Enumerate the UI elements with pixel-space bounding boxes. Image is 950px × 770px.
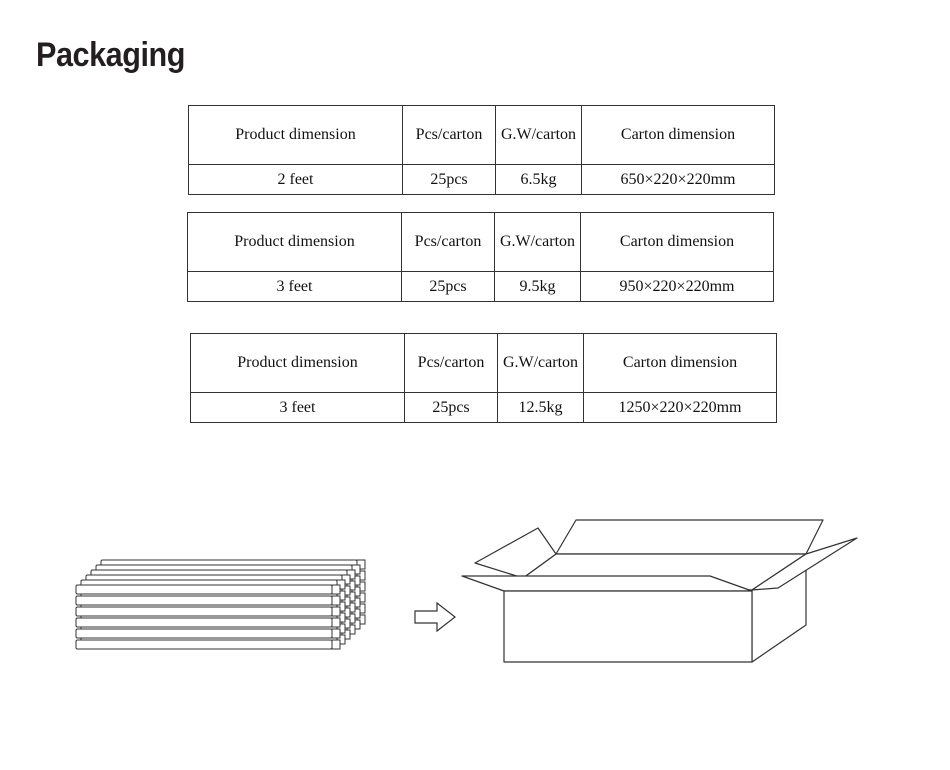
cell-pcs-carton: 25pcs <box>401 271 495 302</box>
table-header-row: Product dimension Pcs/carton G.W/carton … <box>188 105 775 165</box>
cell-gw-carton: 6.5kg <box>495 164 582 195</box>
cell-product-dimension: 2 feet <box>188 164 403 195</box>
arrow-right-icon <box>414 601 456 633</box>
packaging-table-1: Product dimension Pcs/carton G.W/carton … <box>188 105 775 195</box>
tube-end <box>331 639 341 650</box>
tube-end <box>331 595 341 606</box>
header-carton-dimension: Carton dimension <box>580 212 774 272</box>
tube <box>75 639 333 650</box>
cell-product-dimension: 3 feet <box>187 271 402 302</box>
header-product-dimension: Product dimension <box>190 333 405 393</box>
open-carton-box <box>461 519 858 663</box>
tube <box>75 595 333 606</box>
tube <box>75 617 333 628</box>
tube-end <box>331 628 341 639</box>
tube-end <box>331 606 341 617</box>
table-header-row: Product dimension Pcs/carton G.W/carton … <box>187 212 774 272</box>
tube <box>75 606 333 617</box>
table-row: 3 feet 25pcs 9.5kg 950×220×220mm <box>187 271 774 302</box>
cell-pcs-carton: 25pcs <box>404 392 498 423</box>
table-header-row: Product dimension Pcs/carton G.W/carton … <box>190 333 777 393</box>
header-pcs-carton: Pcs/carton <box>402 105 496 165</box>
cell-carton-dimension: 950×220×220mm <box>580 271 774 302</box>
table-row: 2 feet 25pcs 6.5kg 650×220×220mm <box>188 164 775 195</box>
page-title: Packaging <box>36 36 186 74</box>
cell-pcs-carton: 25pcs <box>402 164 496 195</box>
header-carton-dimension: Carton dimension <box>583 333 777 393</box>
tube <box>75 628 333 639</box>
cell-gw-carton: 12.5kg <box>497 392 584 423</box>
table-row: 3 feet 25pcs 12.5kg 1250×220×220mm <box>190 392 777 423</box>
cell-carton-dimension: 650×220×220mm <box>581 164 775 195</box>
cell-carton-dimension: 1250×220×220mm <box>583 392 777 423</box>
packaging-table-3: Product dimension Pcs/carton G.W/carton … <box>190 333 777 423</box>
tube-end <box>331 584 341 595</box>
header-pcs-carton: Pcs/carton <box>401 212 495 272</box>
header-gw-carton: G.W/carton <box>494 212 581 272</box>
stacked-tubes <box>75 559 366 650</box>
packaging-table-2: Product dimension Pcs/carton G.W/carton … <box>187 212 774 302</box>
tube <box>75 584 333 595</box>
header-pcs-carton: Pcs/carton <box>404 333 498 393</box>
header-product-dimension: Product dimension <box>188 105 403 165</box>
tube-end <box>331 617 341 628</box>
header-gw-carton: G.W/carton <box>495 105 582 165</box>
header-product-dimension: Product dimension <box>187 212 402 272</box>
